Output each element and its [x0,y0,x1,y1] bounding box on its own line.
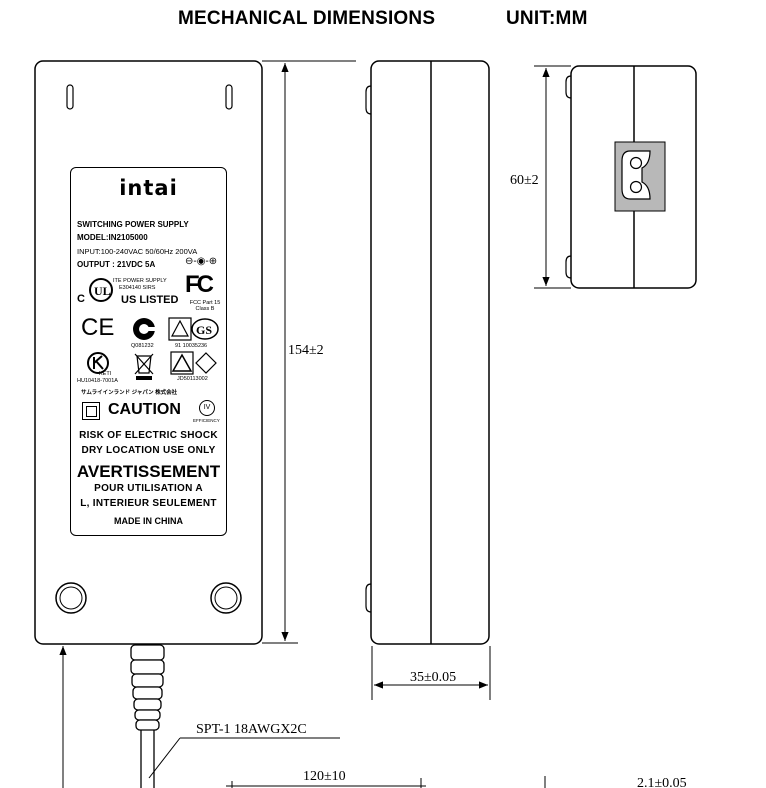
polarity-icon: ⊖-◉-⊕ [185,256,218,267]
cert1-number: Q081232 [131,343,154,349]
fcc-logo: FC [185,271,214,298]
model-text: MODEL:IN2105000 [77,233,148,242]
foot-right [210,582,242,614]
side-view-body [370,60,490,645]
dry-location-text: DRY LOCATION USE ONLY [81,445,216,456]
svg-text:UL: UL [94,284,111,298]
unit-label: UNIT:MM [506,8,588,29]
jp-number: JD50113002 [177,376,208,382]
svg-text:GS: GS [196,323,212,337]
caution-text: CAUTION [108,401,181,418]
input-text: INPUT:100-240VAC 50/60Hz 200VA [77,247,198,256]
end-height-dimension-text: 60±2 [510,173,539,188]
ul-listed-text: US LISTED [121,294,179,306]
fcc-note: FCC Part 15 Class B [189,300,221,312]
pour-text: POUR UTILISATION A [94,483,203,494]
ce-logo: CE [81,314,115,341]
avertissement-text: AVERTISSEMENT [76,462,221,481]
cable-leader [148,737,181,779]
pse-mark-icon [170,351,218,380]
efficiency-icon: IV [199,400,215,416]
plug-dimension-text: 2.1±0.05 [637,776,687,788]
product-text: SWITCHING POWER SUPPLY [77,220,189,229]
output-text: OUTPUT : 21VDC 5A [77,260,156,269]
front-view-body [34,60,263,645]
cable-type-text: SPT-1 18AWGX2C [196,722,307,737]
height-dimension-text: 154±2 [288,343,324,358]
weee-bin-icon [133,351,155,386]
foot-left [55,582,87,614]
kc-text: KETI [99,371,112,377]
page-title: MECHANICAL DIMENSIONS [178,8,436,29]
kc-number: HU10418-7001A [77,378,118,384]
cable-length-text: 120±10 [303,769,346,784]
made-in-text: MADE IN CHINA [114,516,183,526]
ul-c-text: C [77,293,85,305]
width-dimension-text: 35±0.05 [410,670,456,685]
strain-relief [130,644,165,731]
kc-logo-icon [85,351,111,380]
gs-mark-icon: GS [168,316,220,347]
cert-mark-icon [131,316,157,347]
risk-text: RISK OF ELECTRIC SHOCK [79,430,218,441]
interieur-text: L, INTERIEUR SEULEMENT [80,498,217,509]
cert2-number: 91 10035236 [175,343,208,349]
ite-text: ITE POWER SUPPLY [113,278,167,284]
brand-logo: intai [119,176,178,200]
vent-slot-right [225,84,233,110]
double-insulation-icon [82,402,100,420]
vent-slot-left [66,84,74,110]
product-label: intai SWITCHING POWER SUPPLY MODEL:IN210… [70,167,227,536]
ite-number: E304140 SIRS [119,285,156,291]
jp-company: サムライインランド ジャパン 株式会社 [81,390,178,396]
ul-logo: UL [77,277,113,303]
efficiency-label: EFFICIENCY [193,418,220,423]
